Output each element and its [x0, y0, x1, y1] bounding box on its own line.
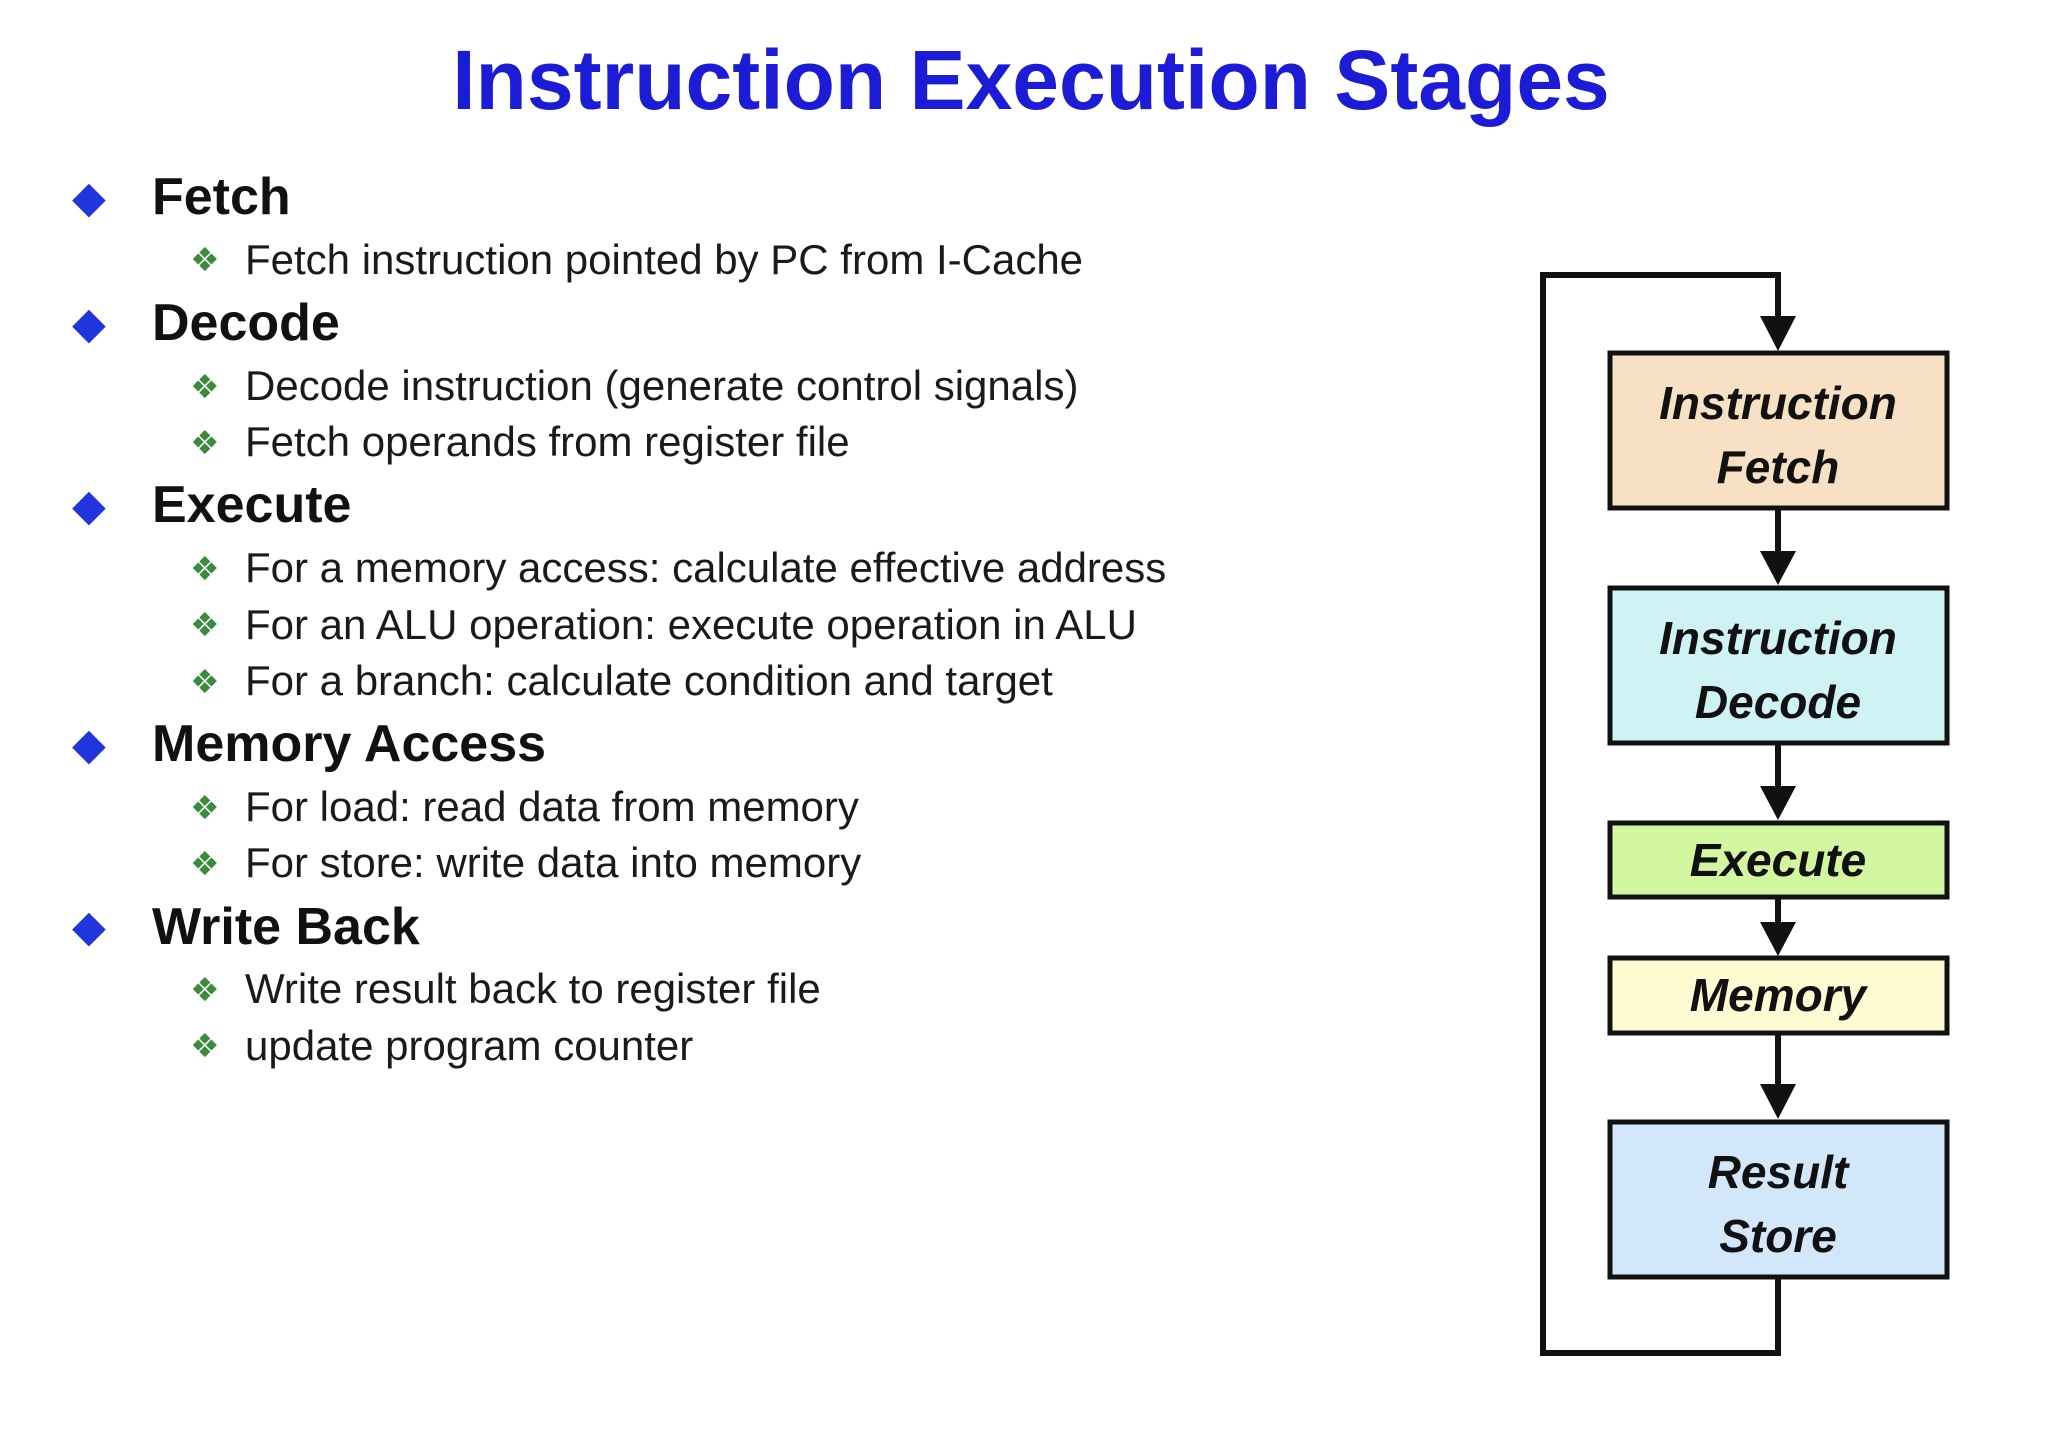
sub-item-text: For load: read data from memory [245, 782, 859, 830]
sub-item-text: Fetch operands from register file [245, 418, 850, 466]
four-diamond-bullet-icon: ❖ [190, 970, 220, 1009]
list-subitem: ❖ For a branch: calculate condition and … [0, 657, 1430, 705]
diamond-bullet-icon: ◆ [72, 901, 106, 953]
list-subitem: ❖ For a memory access: calculate effecti… [0, 544, 1430, 592]
sub-item-text: Write result back to register file [245, 965, 821, 1013]
arrowhead-into-fetch [1760, 316, 1796, 351]
section-heading: Fetch [152, 168, 291, 226]
list-item-fetch: ◆ Fetch [0, 168, 1430, 228]
section-heading: Decode [152, 294, 340, 353]
sub-item-text: For store: write data into memory [245, 839, 862, 887]
sub-item-text: For a memory access: calculate effective… [245, 544, 1167, 592]
loop-back-line [1540, 272, 1781, 1356]
four-diamond-bullet-icon: ❖ [190, 240, 220, 280]
arrowhead-decode [1760, 551, 1796, 585]
sub-item-text: For a branch: calculate condition and ta… [245, 656, 1053, 704]
four-diamond-bullet-icon: ❖ [190, 548, 220, 588]
sub-item-text: Decode instruction (generate control sig… [245, 361, 1079, 409]
node-instruction-decode [1607, 585, 1950, 746]
four-diamond-bullet-icon: ❖ [190, 843, 220, 883]
node-label: Memory [1690, 969, 1869, 1021]
four-diamond-bullet-icon: ❖ [190, 366, 220, 406]
node-instruction-fetch [1607, 350, 1950, 511]
four-diamond-bullet-icon: ❖ [190, 605, 220, 645]
list-item-write-back: ◆ Write Back [0, 898, 1430, 958]
sub-item-text: Fetch instruction pointed by PC from I-C… [245, 235, 1084, 283]
node-label: Fetch [1717, 441, 1840, 493]
list-item-memory-access: ◆ Memory Access [0, 715, 1430, 775]
arrowhead-result [1760, 1084, 1796, 1119]
list-item-decode: ◆ Decode [0, 294, 1430, 354]
diamond-bullet-icon: ◆ [72, 297, 106, 349]
node-execute [1607, 820, 1950, 900]
section-heading: Execute [152, 476, 352, 535]
sub-item-text: For an ALU operation: execute operation … [245, 600, 1137, 648]
node-label: Result [1708, 1146, 1850, 1198]
section-heading: Write Back [152, 897, 420, 956]
list-subitem: ❖ Decode instruction (generate control s… [0, 362, 1430, 410]
four-diamond-bullet-icon: ❖ [190, 1026, 220, 1066]
node-result-store [1607, 1119, 1950, 1280]
diamond-bullet-icon: ◆ [72, 480, 106, 532]
four-diamond-bullet-icon: ❖ [190, 787, 220, 827]
list-subitem: ❖ For load: read data from memory [0, 783, 1430, 831]
section-heading: Memory Access [152, 715, 547, 774]
list-subitem: ❖ For store: write data into memory [0, 839, 1430, 887]
diamond-bullet-icon: ◆ [72, 171, 106, 223]
node-label: Instruction [1659, 377, 1897, 429]
bullet-list: ◆ Fetch ❖ Fetch instruction pointed by P… [0, 158, 1430, 1070]
list-subitem: ❖ For an ALU operation: execute operatio… [0, 601, 1430, 649]
sub-item-text: update program counter [245, 1021, 694, 1069]
node-label: Store [1719, 1210, 1837, 1262]
arrowhead-execute [1760, 786, 1796, 820]
list-subitem: ❖ Write result back to register file [0, 965, 1430, 1013]
node-label: Execute [1690, 834, 1866, 886]
list-subitem: ❖ Fetch instruction pointed by PC from I… [0, 236, 1430, 284]
list-subitem: ❖ update program counter [0, 1022, 1430, 1070]
pipeline-flowchart: Instruction Fetch Instruction Decode Exe… [1540, 272, 1950, 1356]
four-diamond-bullet-icon: ❖ [190, 422, 220, 462]
list-item-execute: ◆ Execute [0, 476, 1430, 536]
node-label: Decode [1695, 676, 1861, 728]
diamond-bullet-icon: ◆ [72, 719, 106, 771]
page-title: Instruction Execution Stages [452, 33, 1610, 127]
node-label: Instruction [1659, 612, 1897, 664]
list-subitem: ❖ Fetch operands from register file [0, 418, 1430, 466]
arrowhead-memory [1760, 922, 1796, 956]
four-diamond-bullet-icon: ❖ [190, 661, 220, 701]
node-memory [1607, 955, 1950, 1036]
